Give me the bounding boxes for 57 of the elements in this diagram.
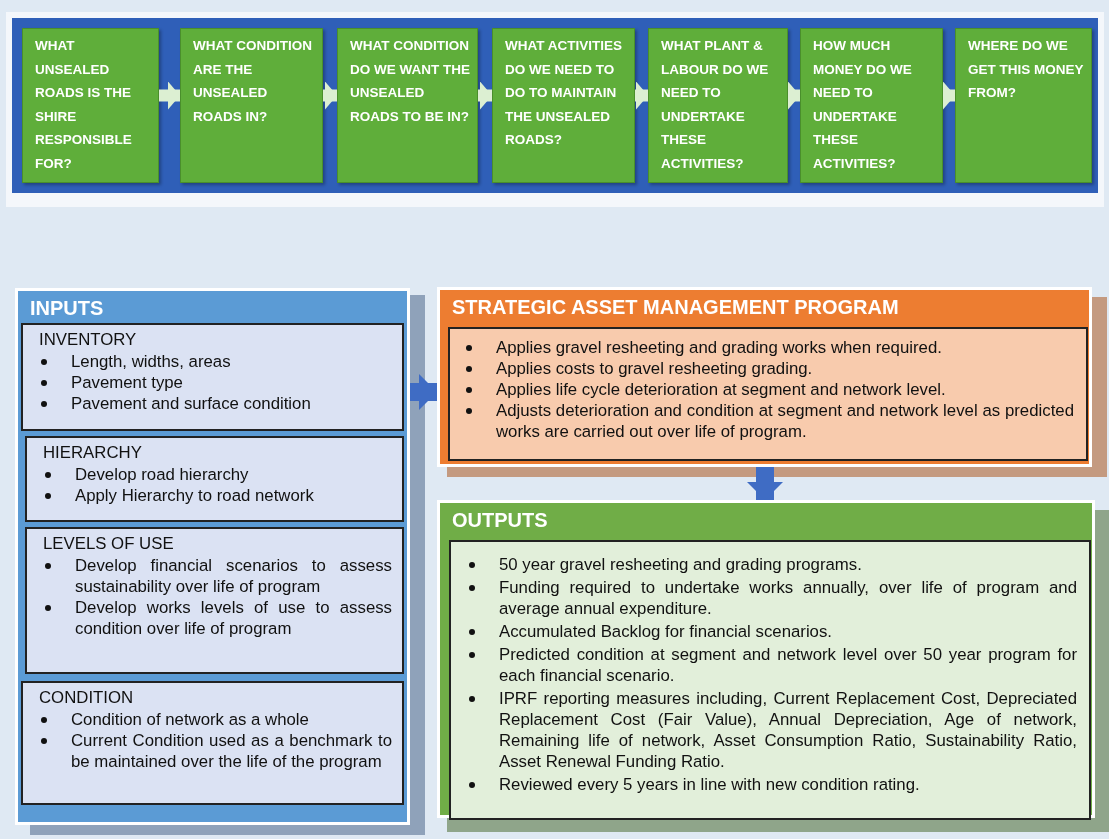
question-text: WHAT ACTIVITIES DO WE NEED TO DO TO MAINTAIN THE UNSEALED ROADS? bbox=[505, 38, 622, 147]
question-box bbox=[22, 28, 159, 183]
bullet-item: Pavement type bbox=[39, 372, 392, 393]
question-box bbox=[180, 28, 323, 183]
bullet-item: Applies life cycle deterioration at segment and network level. bbox=[464, 379, 1074, 400]
bullet-item: Applies gravel resheeting and grading works when required. bbox=[464, 337, 1074, 358]
content-box bbox=[21, 681, 404, 805]
question-text: WHAT UNSEALED ROADS IS THE SHIRE RESPONSIBLE FOR? bbox=[35, 38, 132, 171]
bullet-item: Condition of network as a whole bbox=[39, 709, 392, 730]
bullet-item: Reviewed every 5 years in line with new condition rating. bbox=[467, 774, 1077, 795]
box-heading: CONDITION bbox=[39, 687, 135, 708]
question-text: HOW MUCH MONEY DO WE NEED TO UNDERTAKE THESE ACTIVITIES? bbox=[813, 38, 912, 171]
arrow bbox=[159, 81, 180, 110]
bullet-item: Develop financial scenarios to assess sustainability over life of program bbox=[43, 555, 392, 597]
question-text: WHAT CONDITION ARE THE UNSEALED ROADS IN? bbox=[193, 38, 312, 124]
question-text: WHERE DO WE GET THIS MONEY FROM? bbox=[968, 38, 1084, 100]
bullet-item: Length, widths, areas bbox=[39, 351, 392, 372]
box-heading: INVENTORY bbox=[39, 329, 138, 350]
question-box bbox=[337, 28, 478, 183]
arrow bbox=[635, 81, 648, 110]
section-panel bbox=[15, 288, 410, 825]
bullet-item: Applies costs to gravel resheeting grading. bbox=[464, 358, 1074, 379]
content-box bbox=[449, 540, 1091, 820]
bullet-item: Develop works levels of use to assess condition over life of program bbox=[43, 597, 392, 639]
section-heading: OUTPUTS bbox=[452, 509, 548, 532]
question-text: WHAT PLANT & LABOUR DO WE NEED TO UNDERTAKE THESE ACTIVITIES? bbox=[661, 38, 769, 171]
bullet-item: Predicted condition at segment and network level over 50 year program for each financial scenario. bbox=[467, 644, 1077, 686]
arrow bbox=[478, 81, 492, 110]
bullet-item: Current Condition used as a benchmark to be maintained over the life of the program bbox=[39, 730, 392, 772]
bullet-item: Apply Hierarchy to road network bbox=[43, 485, 392, 506]
question-text: WHAT CONDITION DO WE WANT THE UNSEALED ROADS TO BE IN? bbox=[350, 38, 470, 124]
arrow bbox=[788, 81, 800, 110]
question-box bbox=[955, 28, 1092, 183]
arrow bbox=[323, 81, 337, 110]
content-box bbox=[25, 436, 404, 522]
content-box bbox=[21, 323, 404, 431]
bullet-item: Develop road hierarchy bbox=[43, 464, 392, 485]
question-box bbox=[492, 28, 635, 183]
section-heading: STRATEGIC ASSET MANAGEMENT PROGRAM bbox=[452, 296, 899, 319]
bullet-item: Accumulated Backlog for financial scenarios. bbox=[467, 621, 1077, 642]
bullet-item: Funding required to undertake works annually, over life of program and average annual expenditure. bbox=[467, 577, 1077, 619]
bullet-item: Adjusts deterioration and condition at segment and network level as predicted works are carried out over life of program. bbox=[464, 400, 1074, 442]
question-box bbox=[648, 28, 788, 183]
section-heading: INPUTS bbox=[30, 297, 104, 320]
box-heading: HIERARCHY bbox=[43, 442, 143, 463]
box-heading: LEVELS OF USE bbox=[43, 533, 175, 554]
section-panel bbox=[437, 500, 1095, 818]
question-box bbox=[800, 28, 943, 183]
bullet-item: IPRF reporting measures including, Current Replacement Cost, Depreciated Replacement Cost (Fair Value), Annual Depreciation, Age of network, Remaining life of network, Asset Consumption Ratio, Sustainability Ratio, Asset Renewal Funding Ratio. bbox=[467, 688, 1077, 772]
bullet-item: Pavement and surface condition bbox=[39, 393, 392, 414]
arrow bbox=[410, 374, 437, 410]
section-panel bbox=[437, 287, 1092, 467]
arrow bbox=[943, 81, 955, 110]
content-box bbox=[25, 527, 404, 674]
bullet-item: 50 year gravel resheeting and grading programs. bbox=[467, 554, 1077, 575]
arrow bbox=[747, 467, 783, 500]
content-box bbox=[448, 327, 1088, 461]
